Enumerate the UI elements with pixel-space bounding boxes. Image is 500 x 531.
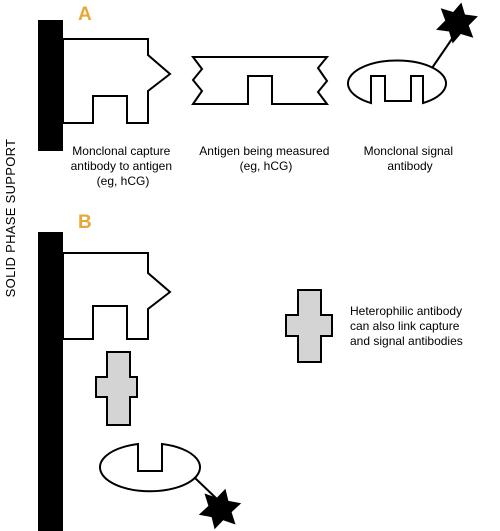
- capture-label-line-3: (eg, hCG): [97, 174, 150, 188]
- heterophilic-antibody-shape-b: [95, 351, 138, 426]
- solid-phase-support-label: SOLID PHASE SUPPORT: [3, 139, 18, 298]
- signal-antibody-linker-b: [194, 477, 219, 501]
- heterophilic-antibody-legend-shape: [285, 289, 333, 363]
- signal-star-b-icon: [198, 488, 242, 530]
- signal-star-a-icon: [436, 2, 478, 44]
- antigen-shape-a: [191, 56, 330, 105]
- antigen-label: Antigen being measured (eg, hCG): [199, 144, 332, 173]
- hetero-label-line-1: Heterophilic antibody: [350, 304, 462, 318]
- heterophilic-antibody-label: Heterophilic antibody can also link capt…: [350, 304, 465, 348]
- hetero-label-line-3: and signal antibodies: [350, 334, 463, 348]
- capture-label-line-2: antibody to antigen: [71, 159, 172, 173]
- signal-antibody-shape-b: [99, 442, 201, 493]
- capture-antibody-shape-a: [62, 38, 172, 124]
- capture-antibody-label: Monclonal capture antibody to antigen (e…: [71, 144, 176, 188]
- hetero-label-line-2: can also link capture: [350, 319, 460, 333]
- solid-support-bar-a: [38, 20, 63, 151]
- capture-antibody-shape-b: [62, 252, 172, 340]
- panel-b-letter: B: [78, 212, 92, 233]
- solid-support-bar-b: [38, 232, 63, 531]
- antigen-label-line-2: (eg, hCG): [240, 159, 293, 173]
- antigen-label-line-1: Antigen being measured: [199, 144, 329, 158]
- panel-a-letter: A: [78, 4, 92, 25]
- signal-label-line-2: antibody: [387, 159, 432, 173]
- signal-antibody-label: Monclonal signal antibody: [364, 144, 457, 173]
- signal-label-line-1: Monclonal signal: [364, 144, 453, 158]
- signal-antibody-shape-a: [347, 59, 447, 105]
- capture-label-line-1: Monclonal capture: [72, 144, 170, 158]
